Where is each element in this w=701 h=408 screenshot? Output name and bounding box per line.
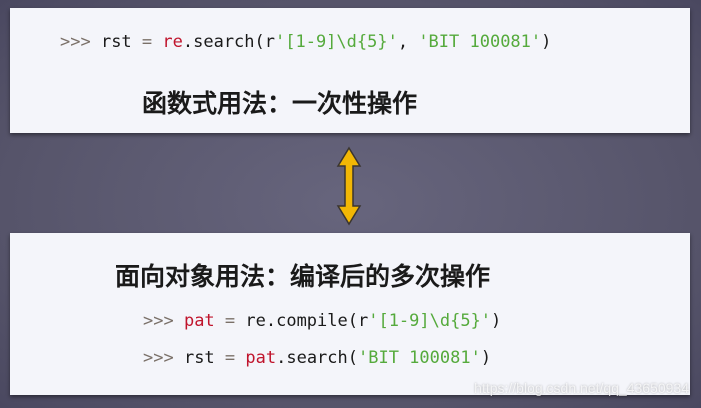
var: rst [100, 32, 132, 52]
text-string: 'BIT 100081' [358, 348, 481, 368]
op: = [214, 311, 246, 331]
code-line-pat-search: >>> rst = pat.search('BIT 100081') [143, 348, 491, 368]
var: pat [183, 311, 215, 331]
object: pat [245, 348, 277, 368]
sep: , [397, 32, 419, 52]
prompt: >>> [60, 32, 101, 52]
var: rst [183, 348, 215, 368]
functional-title: 函数式用法：一次性操作 [142, 89, 418, 118]
pattern-string: '[1-9]\d{5}' [275, 32, 398, 52]
close: ) [480, 348, 492, 368]
double-arrow-icon [336, 146, 362, 226]
call: .search(r [182, 32, 275, 52]
functional-usage-panel: >>> rst = re.search(r'[1-9]\d{5}', 'BIT … [10, 8, 690, 133]
close: ) [541, 32, 552, 52]
code-line-compile: >>> pat = re.compile(r'[1-9]\d{5}') [143, 311, 501, 331]
close: ) [491, 311, 502, 331]
call: .search( [276, 348, 358, 368]
call: re.compile(r [245, 311, 369, 331]
object-oriented-usage-panel: 面向对象用法：编译后的多次操作 >>> pat = re.compile(r'[… [10, 233, 690, 395]
prompt: >>> [143, 311, 184, 331]
op: = [131, 32, 163, 52]
text-string: 'BIT 100081' [418, 32, 542, 52]
watermark: https://blog.csdn.net/qq_43650934 [474, 380, 689, 396]
module: re [162, 32, 183, 52]
code-line-search: >>> rst = re.search(r'[1-9]\d{5}', 'BIT … [60, 32, 551, 52]
pattern-string: '[1-9]\d{5}' [368, 311, 492, 331]
op: = [214, 348, 246, 368]
object-oriented-title: 面向对象用法：编译后的多次操作 [115, 262, 491, 291]
prompt: >>> [143, 348, 184, 368]
